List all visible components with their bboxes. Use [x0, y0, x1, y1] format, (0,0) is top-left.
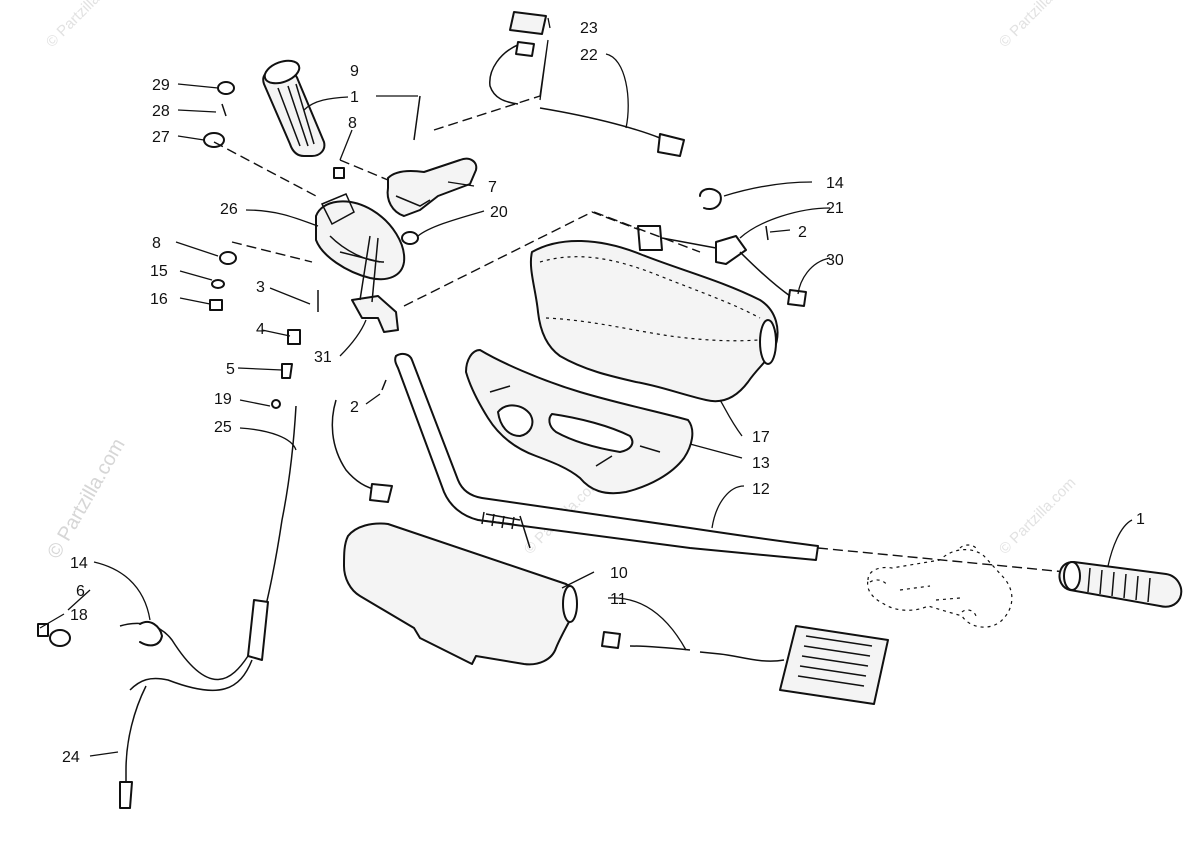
- callout-11: 11: [610, 591, 627, 608]
- callout-26: 26: [220, 201, 238, 218]
- callout-19: 19: [214, 391, 232, 408]
- watermark-main: © Partzilla.com: [43, 435, 129, 563]
- callout-labels: 1 1 2 2 3 4 5 6 7 8 8 9 10 11 12 13 14 1…: [62, 20, 1145, 766]
- callout-1-left-grip: 1: [350, 89, 359, 106]
- callout-14-left: 14: [70, 555, 88, 572]
- handlebar-pad: [343, 522, 578, 666]
- watermark-tile: © Partzilla.com: [996, 474, 1079, 557]
- hand-guard-pad: [465, 349, 694, 495]
- callout-23: 23: [580, 20, 598, 37]
- callout-18: 18: [70, 607, 88, 624]
- callout-13: 13: [752, 455, 770, 472]
- throttle-cable: [119, 399, 393, 809]
- callout-17: 17: [752, 429, 770, 446]
- handlebar: [394, 352, 819, 561]
- connectors-right: [637, 188, 807, 307]
- callout-1-right-grip: 1: [1136, 511, 1145, 528]
- callout-14-top: 14: [826, 175, 844, 192]
- callout-6: 6: [76, 583, 85, 600]
- callout-8-top: 8: [348, 115, 357, 132]
- callout-21: 21: [826, 200, 844, 217]
- hand-guard-cover: [529, 239, 779, 403]
- callout-27: 27: [152, 129, 170, 146]
- throttle-lever: [386, 157, 478, 217]
- throttle-housing: [315, 193, 406, 281]
- callout-3: 3: [256, 279, 265, 296]
- callout-25: 25: [214, 419, 232, 436]
- callout-12: 12: [752, 481, 770, 498]
- right-grip: [1058, 561, 1183, 608]
- callout-29: 29: [152, 77, 170, 94]
- right-control-housing: [817, 544, 1067, 628]
- callout-5: 5: [226, 361, 235, 378]
- callout-15: 15: [150, 263, 168, 280]
- callout-30: 30: [826, 252, 844, 269]
- callout-24: 24: [62, 749, 80, 766]
- callout-20: 20: [490, 204, 508, 221]
- heater-element: [601, 625, 889, 705]
- wiring-harness-upper: [489, 11, 685, 157]
- callout-22: 22: [580, 47, 598, 64]
- callout-7: 7: [488, 179, 497, 196]
- leader-lines: [39, 17, 1133, 757]
- callout-4: 4: [256, 321, 265, 338]
- small-hardware: [37, 81, 769, 647]
- throttle-bracket: [351, 235, 399, 333]
- callout-10: 10: [610, 565, 628, 582]
- callout-8-left: 8: [152, 235, 161, 252]
- callout-16: 16: [150, 291, 168, 308]
- callout-9: 9: [350, 63, 359, 80]
- watermark-tile: © Partzilla.com: [996, 0, 1079, 51]
- callout-28: 28: [152, 103, 170, 120]
- watermark-tile: © Partzilla.com: [43, 0, 126, 51]
- callout-2-screw: 2: [350, 399, 359, 416]
- callout-2-wire: 2: [798, 224, 807, 241]
- left-grip: [262, 59, 326, 157]
- callout-31: 31: [314, 349, 332, 366]
- assembly-lines: [213, 95, 701, 307]
